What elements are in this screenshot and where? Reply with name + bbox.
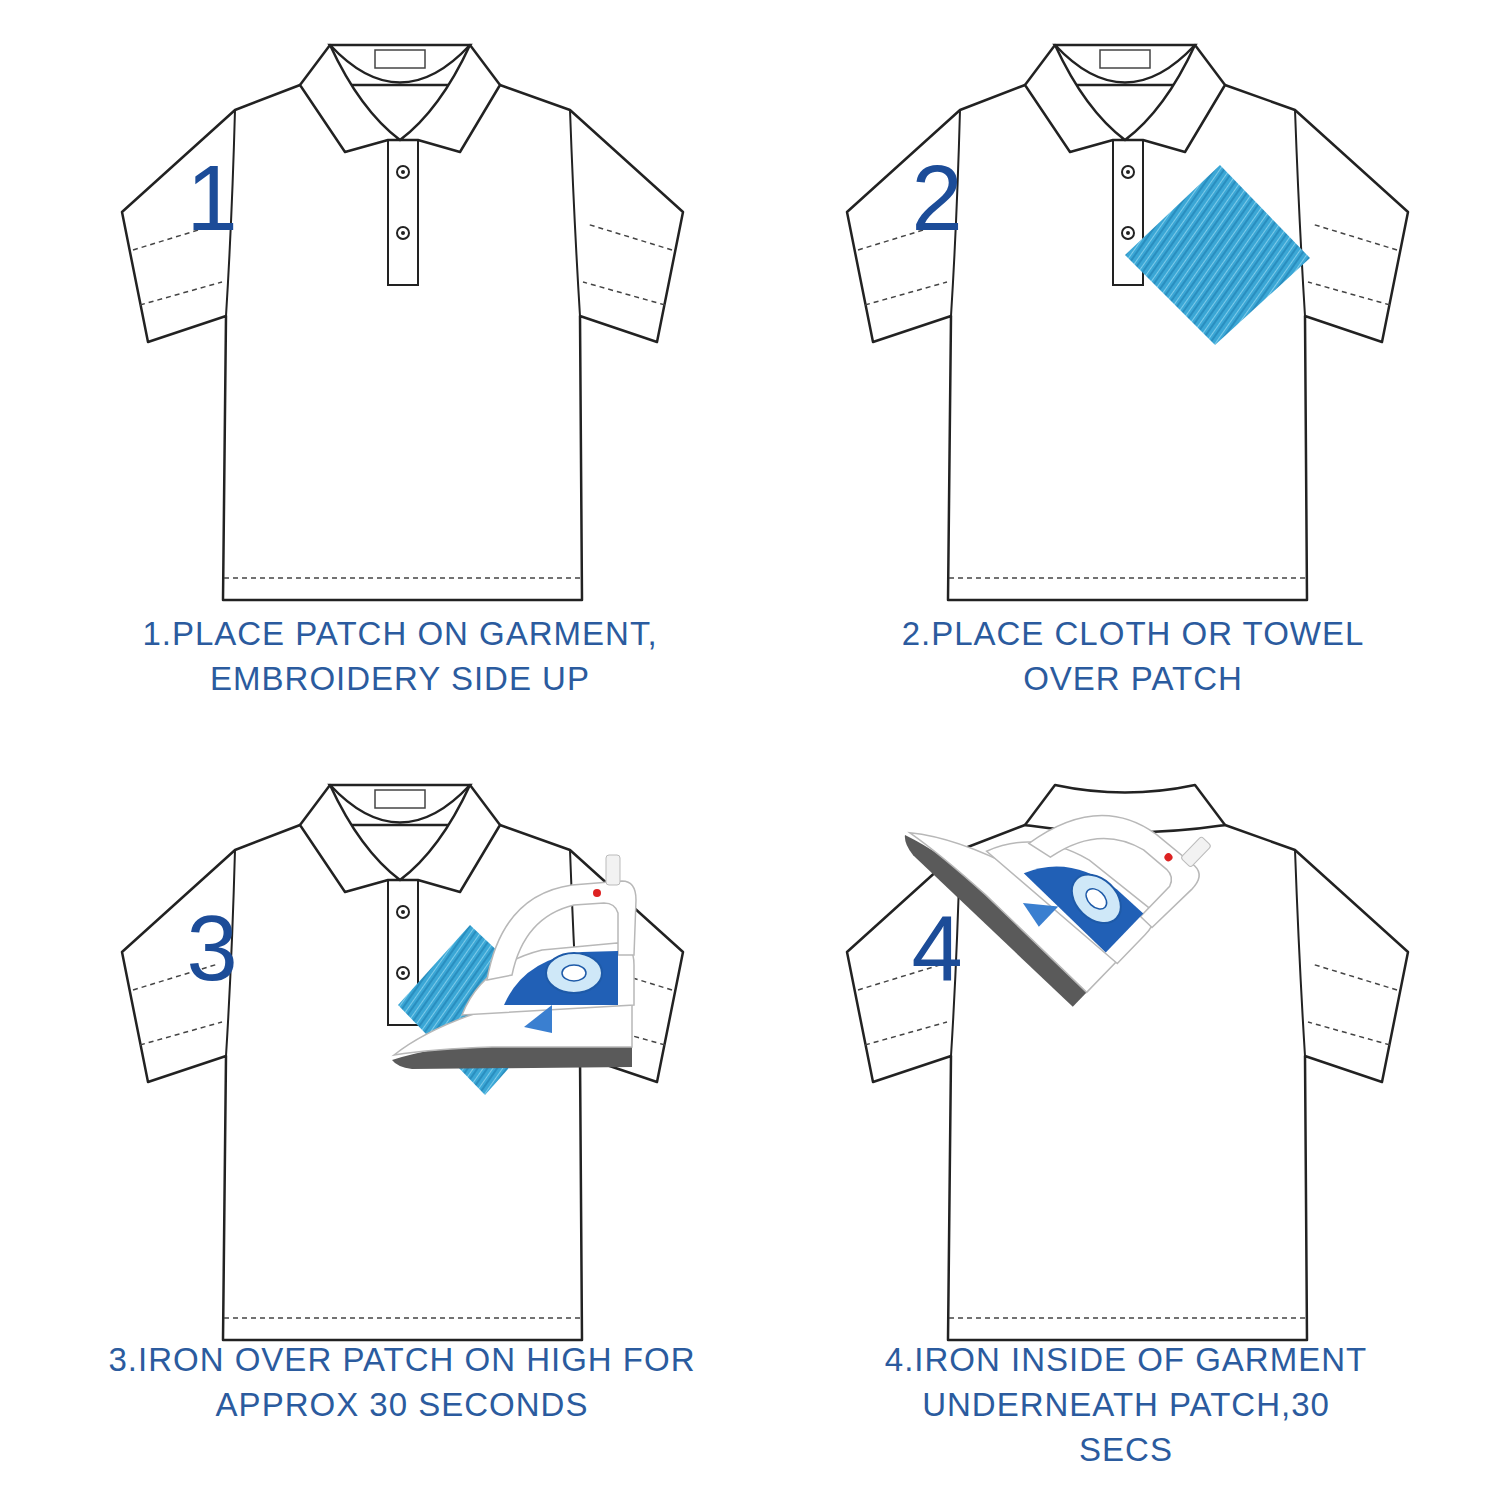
patch	[1125, 165, 1310, 345]
shirt	[847, 45, 1408, 600]
step-caption: 3.IRON OVER PATCH ON HIGH FOR APPROX 30 …	[92, 1338, 712, 1428]
step-caption: 1.PLACE PATCH ON GARMENT, EMBROIDERY SID…	[90, 612, 710, 702]
iron	[392, 855, 636, 1069]
step-caption: 2.PLACE CLOTH OR TOWEL OVER PATCH	[853, 612, 1413, 702]
shirt	[122, 45, 683, 600]
step-number: 1	[142, 152, 282, 244]
step-number: 2	[867, 152, 1007, 244]
step-number: 3	[142, 902, 282, 994]
step-number: 4	[867, 902, 1007, 994]
shirt	[122, 785, 683, 1340]
step-caption: 4.IRON INSIDE OF GARMENT UNDERNEATH PATC…	[876, 1338, 1376, 1473]
